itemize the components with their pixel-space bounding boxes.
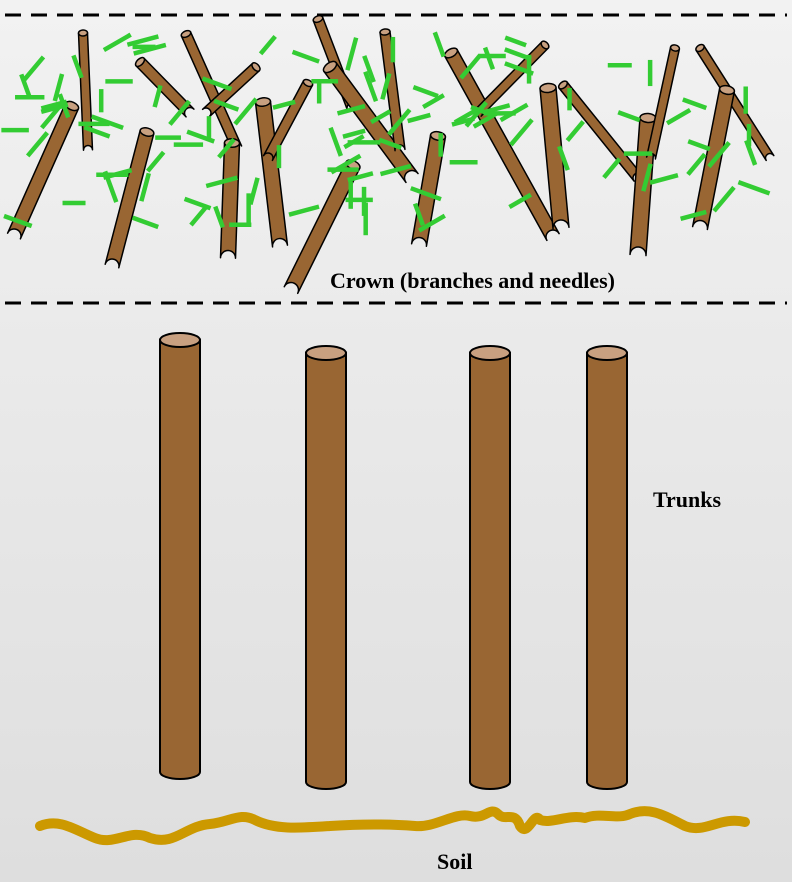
- needle: [250, 178, 257, 205]
- needle: [650, 175, 678, 182]
- trunks-group: [160, 333, 627, 789]
- needle: [667, 110, 690, 123]
- needle: [127, 36, 158, 44]
- needle: [293, 52, 320, 62]
- trunk-2: [306, 346, 346, 789]
- needle: [191, 206, 207, 225]
- needle: [505, 38, 526, 46]
- needle: [618, 112, 640, 120]
- needle: [408, 115, 431, 121]
- needle: [567, 122, 583, 141]
- branch: [78, 30, 92, 150]
- trunk-4: [587, 346, 627, 789]
- needle: [331, 128, 341, 156]
- branch: [8, 100, 80, 239]
- needle: [261, 36, 276, 53]
- needle: [688, 154, 705, 174]
- needle: [24, 57, 44, 80]
- needle: [714, 187, 734, 211]
- needle: [148, 152, 164, 171]
- needle: [683, 99, 706, 108]
- branch: [695, 43, 774, 160]
- needle: [485, 48, 493, 70]
- needle: [235, 99, 256, 124]
- needle: [289, 207, 319, 215]
- needle: [511, 120, 532, 145]
- needle: [347, 38, 356, 71]
- trunk-1: [160, 333, 200, 779]
- needle: [688, 141, 710, 149]
- needle: [435, 32, 444, 56]
- needle: [155, 85, 161, 107]
- needle: [132, 218, 158, 227]
- needle: [604, 159, 620, 178]
- trunk-3: [470, 346, 510, 789]
- needle: [104, 35, 131, 50]
- needle: [738, 182, 769, 193]
- needle: [413, 87, 438, 96]
- needle: [423, 95, 444, 107]
- soil-line: [40, 811, 745, 840]
- crown-label: Crown (branches and needles): [330, 268, 615, 293]
- trunks-label: Trunks: [653, 487, 722, 512]
- branch: [221, 139, 240, 259]
- soil-label: Soil: [437, 849, 472, 874]
